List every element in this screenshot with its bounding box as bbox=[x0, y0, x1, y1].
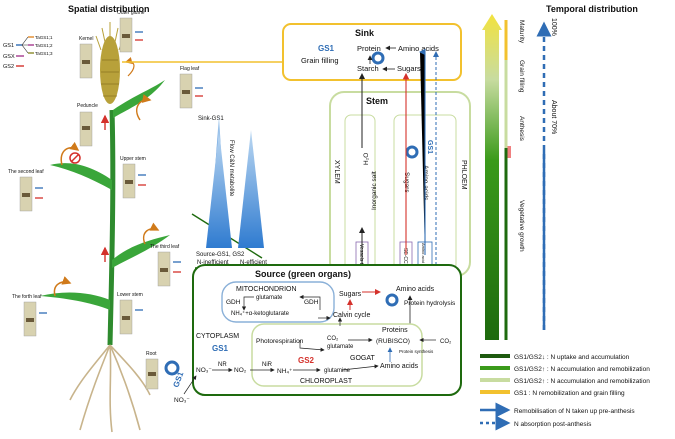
third-leaf-label: The third leaf bbox=[150, 244, 180, 250]
chloro-glutamate-label: glutamate bbox=[327, 344, 354, 350]
legend-item-3: GS1/GS2↑ : N accumulation and remobiliza… bbox=[514, 378, 650, 385]
anthesis-marker bbox=[506, 146, 511, 158]
flag-leaf-label: Flag leaf bbox=[180, 66, 200, 72]
maturity-label: Maturity bbox=[518, 20, 525, 44]
anthesis-label: Anthesis bbox=[518, 116, 525, 142]
flow-triangle-left-2 bbox=[206, 130, 232, 248]
legend-swatch-3 bbox=[480, 378, 510, 382]
pct100-label: 100% bbox=[550, 18, 557, 36]
second-leaf-label: The second leaf bbox=[8, 169, 44, 175]
source-amino-acids-label: Amino acids bbox=[396, 286, 435, 293]
n-inefficient-label: N-inefficient bbox=[197, 260, 229, 266]
root-label: Root bbox=[146, 351, 157, 357]
chloroplast-label: CHLOROPLAST bbox=[300, 378, 353, 385]
source-gs1-label: GS1 bbox=[212, 344, 229, 353]
wheat-plant bbox=[40, 22, 170, 433]
forth-leaf-label: The forth leaf bbox=[12, 294, 42, 300]
sink-amino-acids: Amino acids bbox=[398, 44, 439, 53]
co2-b-label: CO₂ bbox=[440, 339, 452, 345]
legend-solid-label: Remobilisation of N taken up pre-anthesi… bbox=[514, 408, 635, 415]
mito-glutamate-label: glutamate bbox=[256, 295, 283, 301]
stem-gs1: GS1 bbox=[426, 140, 433, 154]
temporal-bar bbox=[482, 14, 502, 340]
phloem-label: PHLOEM bbox=[460, 160, 467, 190]
source-title: Source (green organs) bbox=[255, 269, 351, 279]
vegetative-label: Vegetative growth bbox=[518, 200, 525, 252]
xylem-label: XYLEM bbox=[333, 160, 340, 184]
nr-label: NR bbox=[218, 362, 227, 368]
cytoplasm-label: CYTOPLASM bbox=[196, 333, 239, 340]
gs1-legend-label: GS1 bbox=[3, 43, 14, 49]
grain-filling-label: Grain filling bbox=[301, 56, 339, 65]
gsx-legend-label: GSX bbox=[3, 54, 15, 60]
legend-item-2: GS1/GS2↑ : N accumulation and remobiliza… bbox=[514, 366, 650, 373]
source-gs-label: Source-GS1, GS2 bbox=[196, 252, 245, 258]
sink-sugars: Sugars bbox=[397, 64, 421, 73]
sink-gs1: GS1 bbox=[318, 44, 335, 53]
organ-thumbnails: Kernel Outer glume Flag leaf Peduncle Up… bbox=[8, 10, 203, 390]
calvin-cycle-label: Calvin cycle bbox=[333, 312, 370, 319]
h2o-label: H₂O bbox=[363, 153, 370, 165]
no3-b-label: NO₃⁻ bbox=[174, 397, 190, 404]
legend-swatch-2 bbox=[480, 366, 510, 370]
gs2-legend-label: GS2 bbox=[3, 64, 14, 70]
no2-label: NO₂ bbox=[234, 367, 247, 374]
legend-swatch-4 bbox=[480, 390, 510, 394]
flow-triangle-right bbox=[238, 130, 264, 248]
gene-legend: GS1 TaGS1;1 TaGS1;2 TaGS1;3 GSX GS2 bbox=[3, 35, 53, 70]
pct70-label: About 70% bbox=[550, 100, 557, 134]
gogat-label: GOGAT bbox=[350, 355, 375, 362]
sink-gs1-label: Sink-GS1 bbox=[198, 116, 224, 122]
sink-transporter-icon bbox=[371, 51, 385, 65]
gdh1-label: GDH bbox=[226, 299, 241, 306]
legend-item-4: GS1 : N remobilization and grain filling bbox=[514, 390, 625, 397]
source-transporter-icon bbox=[385, 293, 399, 307]
protein-synthesis-label: Protein synthesis bbox=[399, 349, 434, 354]
nh4-label: NH₄⁺ bbox=[277, 368, 293, 375]
photorespiration-label: Photorespiration bbox=[256, 338, 304, 345]
sink-box bbox=[282, 23, 462, 81]
legend-swatch-1 bbox=[480, 354, 510, 358]
inorganic-salt-label: Inorganic salt bbox=[371, 171, 378, 210]
no3-a-label: NO₃⁻ bbox=[196, 367, 212, 374]
n-efficient-label: N-efficient bbox=[240, 260, 267, 266]
peduncle-label: Peduncle bbox=[77, 103, 98, 109]
root-transporter-icon bbox=[164, 360, 180, 376]
source-sugars-label: Sugars bbox=[339, 291, 362, 298]
nh4-keto-label: NH₄⁺+α-ketoglutarate bbox=[231, 310, 290, 317]
nir-label: NiR bbox=[262, 362, 273, 368]
flow-label: Flow C&N metabolite bbox=[228, 140, 234, 197]
outer-glume-label: Outer glume bbox=[117, 10, 145, 16]
lower-stem-label: Lower stem bbox=[117, 292, 143, 298]
kernel-label: Kernel bbox=[79, 36, 93, 42]
co2-a-label: CO₂ bbox=[327, 336, 339, 342]
temporal-header: Temporal distribution bbox=[546, 4, 638, 14]
tagss1-2-label: TaGS1;2 bbox=[35, 43, 53, 48]
sink-starch: Starch bbox=[357, 64, 379, 73]
gdh2-label: GDH bbox=[304, 299, 319, 306]
legend-dotted-label: N absorption post-anthesis bbox=[514, 421, 592, 428]
chloro-amino-acids-label: Amino acids bbox=[380, 363, 419, 370]
legend-item-1: GS1/GS2↓ : N uptake and accumulation bbox=[514, 354, 630, 361]
stem-transporter-icon bbox=[405, 145, 419, 159]
upper-stem-label: Upper stem bbox=[120, 156, 146, 162]
stem-title: Stem bbox=[366, 96, 388, 106]
spatial-header: Spatial distribution bbox=[68, 4, 150, 14]
se-cc-label: SE-CC bbox=[402, 248, 408, 264]
grain-filling-timeline-label: Grain filling bbox=[518, 60, 525, 93]
gs2-label: GS2 bbox=[298, 356, 315, 365]
glutamine-label: glutamine bbox=[324, 368, 351, 374]
rubisco-label: (RUBISCO) bbox=[376, 338, 410, 345]
bottom-legend: GS1/GS2↓ : N uptake and accumulation GS1… bbox=[480, 354, 650, 431]
tagss1-3-label: TaGS1;3 bbox=[35, 51, 53, 56]
mitochondrion-box bbox=[221, 281, 335, 323]
mitochondrion-label: MITOCHONDRION bbox=[236, 286, 297, 293]
sink-title: Sink bbox=[355, 28, 375, 38]
sink-protein: Protein bbox=[357, 44, 381, 53]
protein-hydrolysis-label: Protein hydrolysis bbox=[404, 300, 456, 307]
tagss1-1-label: TaGS1;1 bbox=[35, 35, 53, 40]
chloroplast-box bbox=[251, 323, 423, 387]
proteins-label: Proteins bbox=[382, 327, 408, 334]
